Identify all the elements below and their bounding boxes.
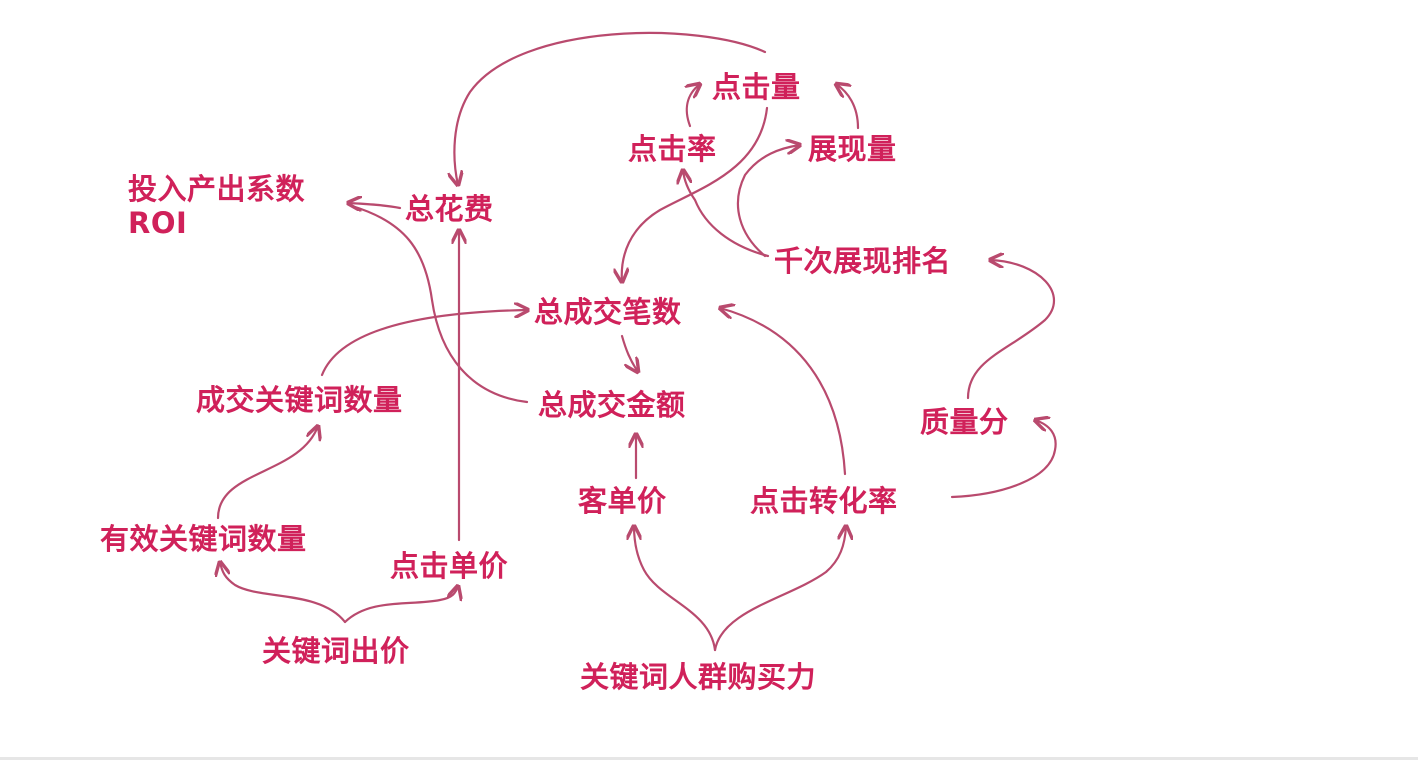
arrow-total-cost-to-roi bbox=[348, 203, 402, 208]
node-clicks: 点击量 bbox=[712, 70, 801, 104]
node-total-cost: 总花费 bbox=[405, 192, 494, 226]
arrow-purchasing-power-to-aov bbox=[634, 526, 717, 652]
arrow-impressions-to-clicks bbox=[836, 84, 860, 130]
arrow-cvr-to-total-orders bbox=[720, 308, 847, 476]
node-impressions: 展现量 bbox=[808, 132, 897, 166]
node-cpm-rank: 千次展现排名 bbox=[774, 244, 952, 278]
arrow-keyword-bid-to-cpc bbox=[343, 586, 458, 624]
node-roi: 投入产出系数 ROI bbox=[128, 172, 305, 240]
node-ctr: 点击率 bbox=[628, 132, 717, 166]
node-total-orders: 总成交笔数 bbox=[534, 295, 682, 329]
arrow-valid-keywords-to-converting-keywords bbox=[216, 426, 318, 520]
node-converting-keywords: 成交关键词数量 bbox=[196, 383, 403, 417]
bottom-divider bbox=[0, 757, 1418, 760]
node-aov: 客单价 bbox=[578, 484, 667, 518]
node-purchasing-power: 关键词人群购买力 bbox=[580, 660, 817, 694]
arrow-purchasing-power-to-cvr bbox=[713, 526, 846, 652]
node-roi-abbr: ROI bbox=[128, 206, 188, 240]
node-cpc: 点击单价 bbox=[390, 549, 509, 583]
node-keyword-bid: 关键词出价 bbox=[262, 634, 410, 668]
arrow-converting-keywords-to-total-orders bbox=[320, 310, 528, 377]
node-quality-score: 质量分 bbox=[920, 405, 1009, 439]
arrow-cvr-to-quality-score bbox=[950, 420, 1057, 499]
arrow-keyword-bid-to-valid-keywords bbox=[220, 562, 347, 624]
arrow-cpm-rank-to-ctr bbox=[683, 170, 770, 258]
node-total-gmv: 总成交金额 bbox=[538, 388, 686, 422]
arrow-total-orders-to-total-gmv bbox=[620, 334, 638, 372]
node-cvr: 点击转化率 bbox=[750, 484, 898, 518]
arrow-clicks-to-total-orders bbox=[622, 106, 769, 282]
node-valid-keywords: 有效关键词数量 bbox=[100, 522, 307, 556]
arrow-cpm-rank-to-impressions bbox=[736, 145, 800, 258]
arrow-ctr-to-clicks bbox=[687, 84, 700, 128]
node-roi-label: 投入产出系数 bbox=[128, 172, 306, 206]
arrow-clicks-to-total-cost bbox=[454, 31, 767, 185]
arrow-quality-score-to-cpm-rank bbox=[966, 260, 1056, 400]
arrow-total-gmv-to-roi bbox=[350, 204, 529, 404]
